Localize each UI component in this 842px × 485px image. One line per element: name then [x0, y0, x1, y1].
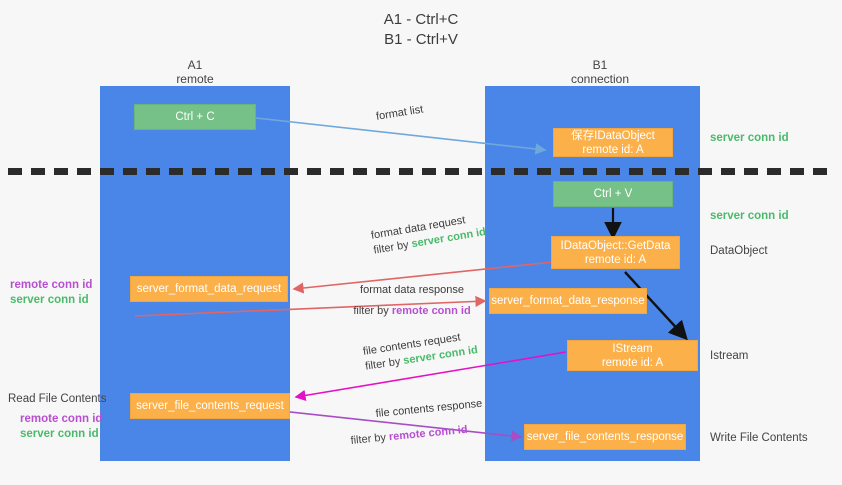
edge-file-contents-response-filter-prefix: filter by [350, 431, 390, 447]
title-line-2: B1 - Ctrl+V [384, 31, 458, 48]
right-label-data-object: DataObject [710, 245, 768, 257]
box-server-format-data-request[interactable]: server_format_data_request [130, 276, 288, 302]
edge-format-data-response-filter-value: remote conn id [391, 305, 471, 317]
box-server-file-contents-response[interactable]: server_file_contents_response [524, 424, 686, 450]
box-format-data-request-label: server_format_data_request [136, 283, 282, 295]
left-label-read-file-contents: Read File Contents [8, 393, 107, 405]
right-label-server-conn-id-2: server conn id [710, 210, 789, 222]
left-label-server-conn-id-1: server conn id [10, 294, 89, 306]
lane-a1-sub: remote [176, 72, 214, 86]
box-istream[interactable]: IStream remote id: A [567, 340, 698, 371]
box-save-idataobject-line2: remote id: A [582, 143, 644, 156]
right-label-write-file-contents: Write File Contents [710, 432, 808, 444]
box-format-data-response-label: server_format_data_response [491, 295, 645, 307]
phase-separator-dashed-line [8, 168, 834, 175]
box-save-idataobject-line1: 保存IDataObject [571, 129, 655, 142]
edge-label-file-contents-response-filter: filter by remote conn id [350, 423, 468, 449]
lane-header-b1: B1 connection [545, 58, 655, 86]
right-label-server-conn-id-1: server conn id [710, 132, 789, 144]
edge-format-list-text: format list [375, 103, 425, 123]
edge-label-file-contents-response: file contents response [375, 397, 483, 422]
box-file-contents-request-label: server_file_contents_request [136, 400, 284, 412]
box-ctrl-v[interactable]: Ctrl + V [553, 181, 673, 207]
box-server-format-data-response[interactable]: server_format_data_response [489, 288, 647, 314]
edge-label-file-contents-request: file contents request filter by server c… [362, 328, 479, 374]
box-ctrl-c[interactable]: Ctrl + C [134, 104, 256, 130]
lane-b1-name: B1 [592, 58, 608, 72]
lane-a1-name: A1 [187, 58, 203, 72]
edge-label-format-data-request: format data request filter by server con… [370, 210, 487, 258]
lane-header-a1: A1 remote [140, 58, 250, 86]
edge-file-contents-response-filter-value: remote conn id [388, 423, 469, 444]
box-getdata-line2: remote id: A [584, 253, 647, 266]
box-istream-line1: IStream [612, 342, 653, 355]
box-ctrl-v-line1: Ctrl + V [593, 188, 633, 200]
box-server-file-contents-request[interactable]: server_file_contents_request [130, 393, 290, 419]
left-label-remote-conn-id-1: remote conn id [10, 279, 93, 291]
box-ctrl-c-line1: Ctrl + C [175, 111, 215, 123]
box-istream-line2: remote id: A [601, 356, 664, 369]
box-idataobject-getdata[interactable]: IDataObject::GetData remote id: A [551, 236, 680, 269]
box-getdata-line1: IDataObject::GetData [560, 239, 671, 252]
left-label-server-conn-id-2: server conn id [20, 428, 99, 440]
edge-format-data-response-text: format data response [360, 284, 464, 296]
page-title: A1 - Ctrl+C B1 - Ctrl+V [0, 10, 842, 50]
edge-file-contents-response-text: file contents response [375, 397, 483, 420]
lane-b1-sub: connection [570, 72, 630, 86]
title-line-1: A1 - Ctrl+C [383, 11, 459, 28]
box-file-contents-response-label: server_file_contents_response [526, 431, 684, 443]
edge-label-format-list: format list [375, 103, 424, 125]
left-label-remote-conn-id-2: remote conn id [20, 413, 103, 425]
box-save-idataobject[interactable]: 保存IDataObject remote id: A [553, 128, 673, 157]
edge-format-data-response-filter-prefix: filter by [353, 305, 392, 317]
right-label-istream: Istream [710, 350, 749, 362]
edge-label-format-data-response: format data response filter by remote co… [337, 283, 487, 319]
